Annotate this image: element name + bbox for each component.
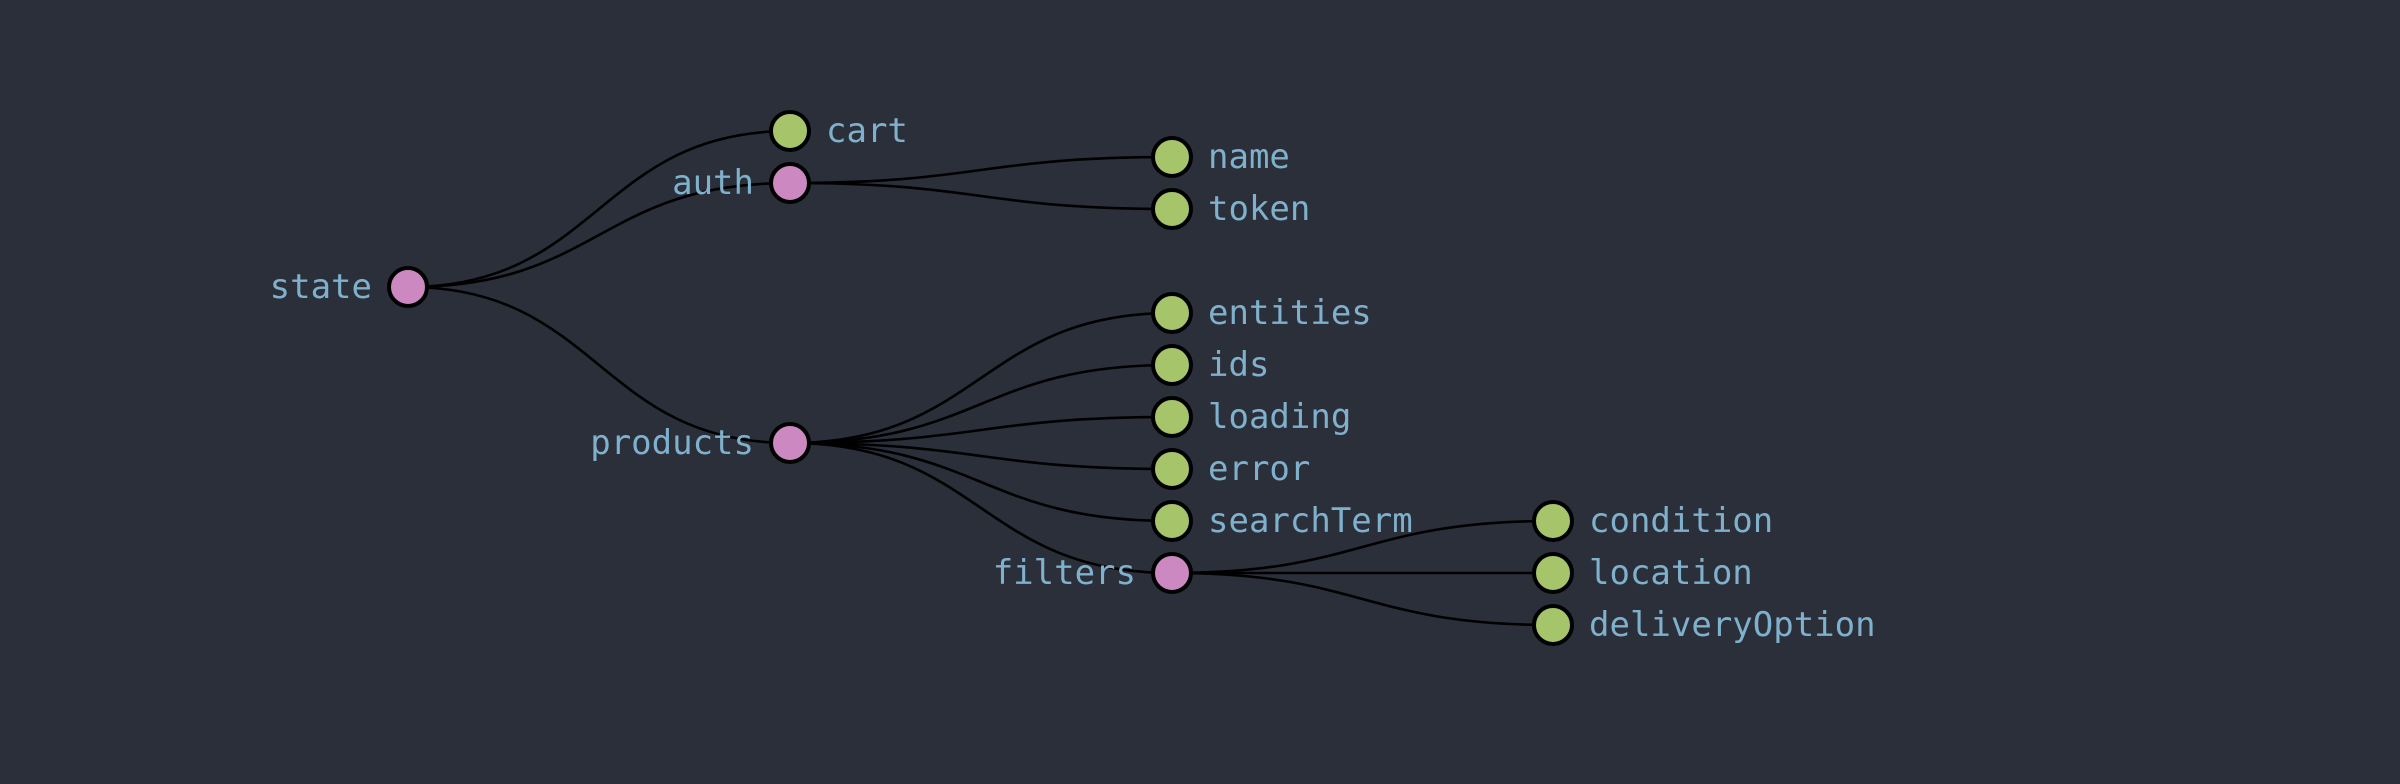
link-filters-deliveryOption (1171, 571, 1554, 627)
tree-node-filters[interactable]: filters (993, 552, 1193, 594)
tree-node-name[interactable]: name (1151, 136, 1290, 178)
link-state-auth (407, 181, 791, 289)
node-label-state: state (270, 267, 372, 307)
node-label-ids: ids (1208, 345, 1269, 385)
node-label-condition: condition (1589, 501, 1773, 541)
node-label-filters: filters (993, 553, 1136, 593)
node-label-error: error (1208, 449, 1310, 489)
tree-node-ids[interactable]: ids (1151, 344, 1269, 386)
tree-node-searchTerm[interactable]: searchTerm (1151, 500, 1413, 542)
node-label-entities: entities (1208, 293, 1372, 333)
branch-node-dot[interactable] (387, 266, 429, 308)
leaf-node-dot[interactable] (1151, 188, 1193, 230)
link-products-filters (789, 441, 1173, 575)
tree-node-token[interactable]: token (1151, 188, 1310, 230)
node-label-location: location (1589, 553, 1753, 593)
link-products-searchTerm (789, 441, 1173, 523)
tree-node-condition[interactable]: condition (1532, 500, 1773, 542)
node-label-searchTerm: searchTerm (1208, 501, 1413, 541)
tree-node-auth[interactable]: auth (672, 162, 811, 204)
leaf-node-dot[interactable] (1151, 292, 1193, 334)
link-state-products (407, 285, 791, 445)
branch-node-dot[interactable] (1151, 552, 1193, 594)
links-layer (407, 129, 1554, 627)
link-state-cart (407, 129, 791, 289)
leaf-node-dot[interactable] (1532, 604, 1574, 646)
branch-node-dot[interactable] (769, 422, 811, 464)
tree-node-location[interactable]: location (1532, 552, 1753, 594)
tree-node-error[interactable]: error (1151, 448, 1310, 490)
leaf-node-dot[interactable] (1151, 344, 1193, 386)
node-label-cart: cart (826, 111, 908, 151)
tree-node-loading[interactable]: loading (1151, 396, 1351, 438)
link-filters-condition (1171, 519, 1554, 575)
nodes-layer: state cart auth name token products entities id… (270, 110, 1876, 646)
link-products-entities (789, 311, 1173, 445)
leaf-node-dot[interactable] (769, 110, 811, 152)
node-label-name: name (1208, 137, 1290, 177)
tree-node-cart[interactable]: cart (769, 110, 908, 152)
link-products-ids (789, 363, 1173, 445)
branch-node-dot[interactable] (769, 162, 811, 204)
leaf-node-dot[interactable] (1532, 552, 1574, 594)
leaf-node-dot[interactable] (1151, 396, 1193, 438)
node-label-products: products (590, 423, 754, 463)
link-auth-name (789, 155, 1173, 185)
link-auth-token (789, 181, 1173, 211)
node-label-token: token (1208, 189, 1310, 229)
leaf-node-dot[interactable] (1151, 448, 1193, 490)
tree-node-products[interactable]: products (590, 422, 811, 464)
tree-node-entities[interactable]: entities (1151, 292, 1372, 334)
link-products-error (789, 441, 1173, 471)
node-label-auth: auth (672, 163, 754, 203)
leaf-node-dot[interactable] (1151, 136, 1193, 178)
node-label-loading: loading (1208, 397, 1351, 437)
leaf-node-dot[interactable] (1532, 500, 1574, 542)
link-products-loading (789, 415, 1173, 445)
tree-node-deliveryOption[interactable]: deliveryOption (1532, 604, 1876, 646)
tree-node-state[interactable]: state (270, 266, 429, 308)
node-label-deliveryOption: deliveryOption (1589, 605, 1876, 645)
leaf-node-dot[interactable] (1151, 500, 1193, 542)
